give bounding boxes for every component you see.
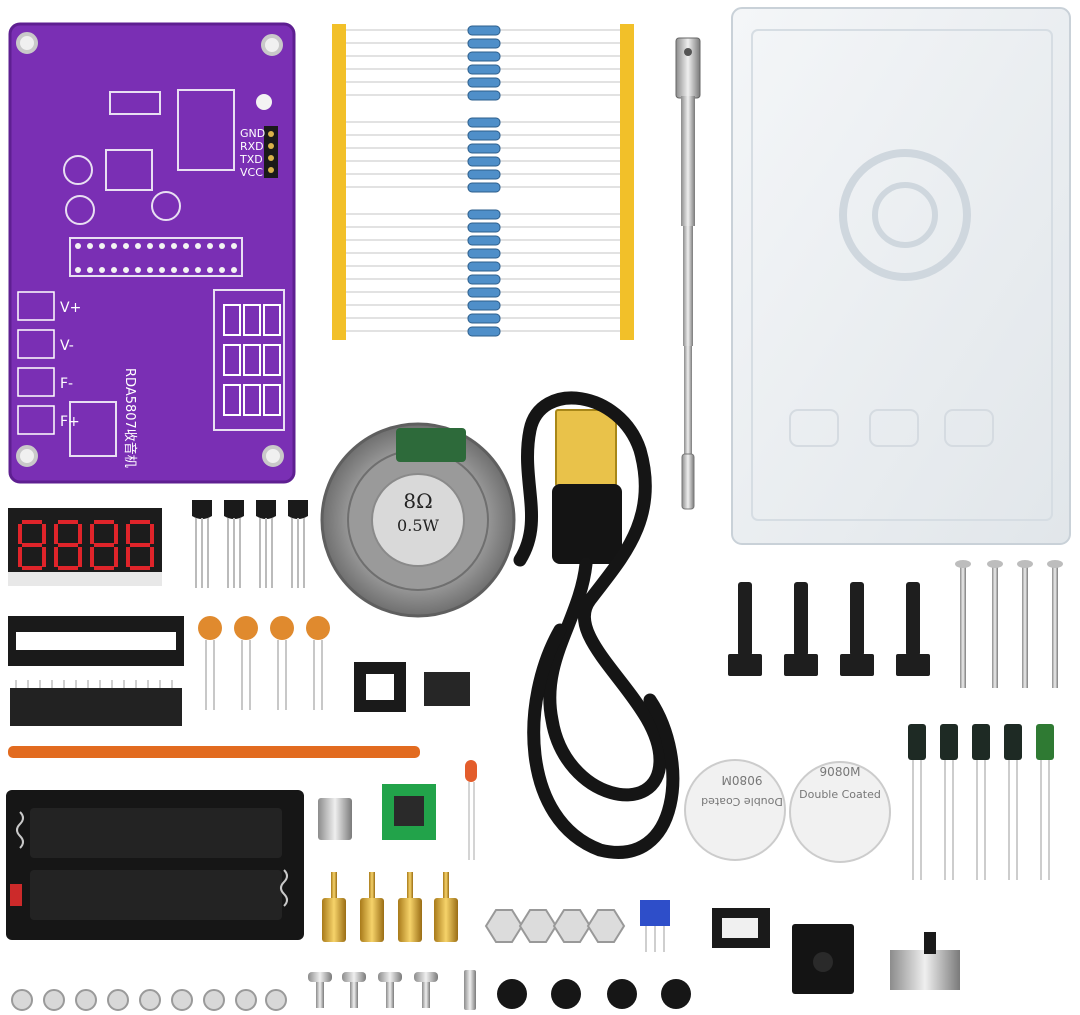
- ic-socket-8pin: [354, 662, 406, 712]
- pcb-button-label: V-: [60, 338, 74, 354]
- speaker-impedance-label: 8Ω: [403, 489, 432, 513]
- pcb-button-label: V+: [60, 300, 81, 316]
- pcb-pin-label: GND: [240, 127, 265, 140]
- usb-cable: [513, 391, 680, 859]
- hex-nuts-large: [484, 909, 626, 943]
- pcb-pads: [75, 94, 272, 273]
- ceramic-capacitors: [198, 616, 330, 710]
- pcb-uart-labels: GND RXD TXD VCC: [239, 127, 265, 179]
- amplifier-chip: [424, 672, 470, 706]
- pcb-button-label: F-: [60, 376, 73, 392]
- tape-subtitle: Double Coated: [701, 795, 783, 808]
- battery-holder: [6, 790, 304, 940]
- double-sided-tape-left: 9080M Double Coated: [684, 759, 786, 861]
- pcb-pin-label: RXD: [240, 140, 264, 153]
- seven-segment-display: [8, 508, 162, 586]
- pcb-mounting-holes: [16, 32, 284, 467]
- resistor-leads: [346, 29, 620, 332]
- pcb-board: GND RXD TXD VCC V+ V- F-: [8, 22, 296, 484]
- pcb-button-labels: V+ V- F- F+: [60, 300, 81, 430]
- pcb-button-footprints: [17, 291, 55, 435]
- resistor-bodies: [467, 25, 501, 337]
- jumper-wire: [8, 746, 420, 758]
- long-screws: [955, 560, 1063, 688]
- usb-micro-port: [318, 798, 352, 840]
- tape-brand: 9080M: [722, 773, 763, 787]
- speaker-power-label: 0.5W: [397, 516, 439, 535]
- led: [465, 760, 477, 860]
- tact-buttons: [728, 582, 930, 676]
- tape-subtitle: Double Coated: [799, 788, 881, 801]
- electrolytic-capacitors: [908, 724, 1054, 880]
- ic-socket-28pin: [8, 616, 184, 666]
- slide-switch: [890, 932, 960, 990]
- transistors: [192, 500, 308, 588]
- speaker: 8Ω 0.5W: [320, 422, 516, 618]
- pcb-button-label: F+: [60, 414, 80, 430]
- pcb-segment-footprint: [223, 304, 281, 416]
- double-sided-tape-right: 9080M Double Coated: [789, 761, 891, 863]
- pcb-model-label: RDA5807收音机: [122, 368, 138, 468]
- trimmer-potentiometer: [640, 900, 670, 952]
- button-caps: [497, 979, 691, 1009]
- pcb-pin-header: [264, 126, 278, 178]
- short-screws: [308, 970, 476, 1010]
- tape-brand: 9080M: [820, 765, 861, 779]
- acrylic-case: [731, 7, 1071, 545]
- pcb-pin-label: VCC: [240, 166, 263, 179]
- mcu-chip: [10, 680, 182, 726]
- small-nuts-row: [11, 989, 287, 1011]
- pcb-pin-label: TXD: [239, 153, 263, 166]
- brass-standoffs: [322, 872, 458, 942]
- audio-jack: [792, 924, 854, 994]
- telescopic-antenna: [675, 37, 701, 510]
- resistor-strip: [332, 24, 634, 340]
- fm-module: [382, 784, 436, 840]
- switch-module: [712, 908, 770, 948]
